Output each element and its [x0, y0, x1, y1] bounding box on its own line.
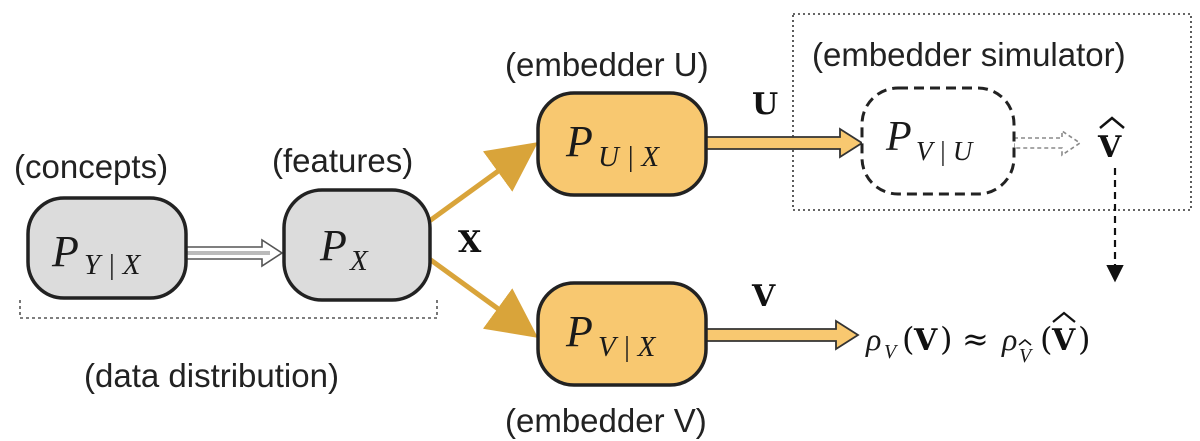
svg-text:V: V [913, 323, 938, 358]
svg-text:P: P [565, 307, 593, 356]
svg-text:≈: ≈ [962, 320, 989, 358]
gray-double-arrow [185, 238, 284, 268]
node-p-x: P X [282, 188, 432, 302]
node-p-y-given-x: P Y | X [26, 196, 188, 300]
v-hat-symbol: V [1097, 116, 1125, 165]
density-match-formula: ρ V ( V ) ≈ ρ V ( V ) [865, 311, 1090, 367]
arrow-x-to-v [426, 255, 539, 338]
arrow-u-to-simulator [705, 127, 864, 159]
svg-text:V: V [1051, 323, 1076, 358]
svg-text:Y | X: Y | X [84, 249, 142, 281]
node-p-v-given-u: P V | U [860, 86, 1016, 196]
edge-label-v: V [751, 279, 776, 314]
data-distribution-label: (data distribution) [84, 357, 339, 394]
svg-text:U | X: U | X [598, 141, 660, 173]
node-p-u-given-x: P U | X [536, 91, 708, 197]
embedder-simulator-label: (embedder simulator) [812, 36, 1126, 73]
svg-text:): ) [940, 320, 952, 358]
svg-text:(: ( [1040, 320, 1052, 358]
data-distribution-bracket [19, 300, 438, 319]
svg-text:P: P [565, 117, 593, 166]
edge-label-u: U [752, 87, 778, 122]
svg-text:P: P [51, 227, 79, 276]
svg-text:V | U: V | U [916, 136, 974, 166]
svg-text:): ) [1078, 320, 1090, 358]
svg-text:P: P [319, 221, 347, 270]
node-p-v-given-x: P V | X [536, 281, 708, 387]
embedder-simulator-box [792, 13, 1192, 211]
arrow-x-to-u [426, 142, 539, 225]
embedder-u-label: (embedder U) [505, 46, 709, 83]
edge-label-x: X [458, 225, 482, 260]
svg-text:V: V [884, 341, 899, 363]
svg-text:ρ: ρ [1001, 321, 1017, 357]
concepts-label: (concepts) [14, 148, 168, 185]
arrow-v-to-formula [705, 319, 860, 351]
svg-text:P: P [885, 114, 912, 160]
svg-text:V: V [1097, 130, 1122, 165]
svg-text:V: V [1019, 345, 1034, 367]
arrow-simulator-to-vhat [1013, 129, 1082, 157]
svg-text:(: ( [902, 320, 914, 358]
svg-text:V | X: V | X [598, 331, 657, 363]
svg-text:X: X [349, 245, 369, 277]
svg-text:ρ: ρ [865, 321, 881, 357]
embedder-v-label: (embedder V) [505, 402, 707, 439]
features-label: (features) [272, 142, 413, 179]
